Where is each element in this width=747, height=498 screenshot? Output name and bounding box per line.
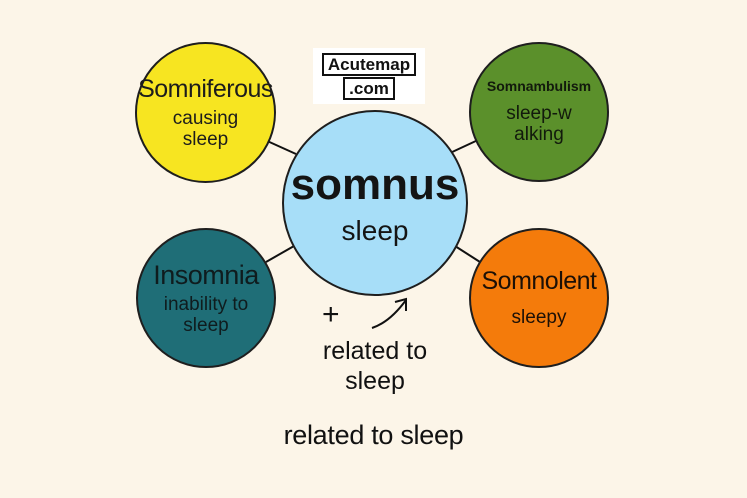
root-word-node: somnus sleep — [282, 110, 468, 296]
node-term: Insomnia — [153, 259, 259, 290]
connector-top-left — [264, 139, 297, 155]
node-somnambulism: Somnambulism sleep-walking — [469, 42, 609, 182]
acutemap-logo: Acutemap .com — [313, 48, 425, 104]
arrow-head-icon — [394, 297, 407, 311]
connector-bottom-right — [454, 245, 481, 263]
root-word-meaning: sleep — [341, 214, 409, 246]
node-meaning: inability to sleep — [163, 293, 249, 337]
node-term: Somnambulism — [486, 77, 592, 94]
node-meaning: causing sleep — [172, 107, 239, 150]
node-meaning: sleepy — [511, 307, 567, 329]
node-insomnia: Insomnia inability to sleep — [136, 228, 276, 368]
related-note: related to sleep — [322, 337, 428, 395]
logo-line-2: .com — [343, 76, 395, 100]
node-term: Somnolent — [481, 267, 597, 296]
connector-bottom-left — [265, 245, 295, 263]
connector-top-right — [449, 139, 479, 154]
node-term: Somniferous — [138, 74, 273, 103]
node-somnolent: Somnolent sleepy — [469, 228, 609, 368]
plus-sign: + — [322, 298, 340, 331]
node-somniferous: Somniferous causing sleep — [135, 42, 276, 183]
logo-line-1: Acutemap — [321, 52, 417, 76]
node-meaning: sleep-walking — [506, 102, 572, 145]
curved-arrow-icon — [371, 299, 407, 329]
footer-caption: related to sleep — [283, 420, 464, 450]
root-word-term: somnus — [290, 159, 460, 209]
